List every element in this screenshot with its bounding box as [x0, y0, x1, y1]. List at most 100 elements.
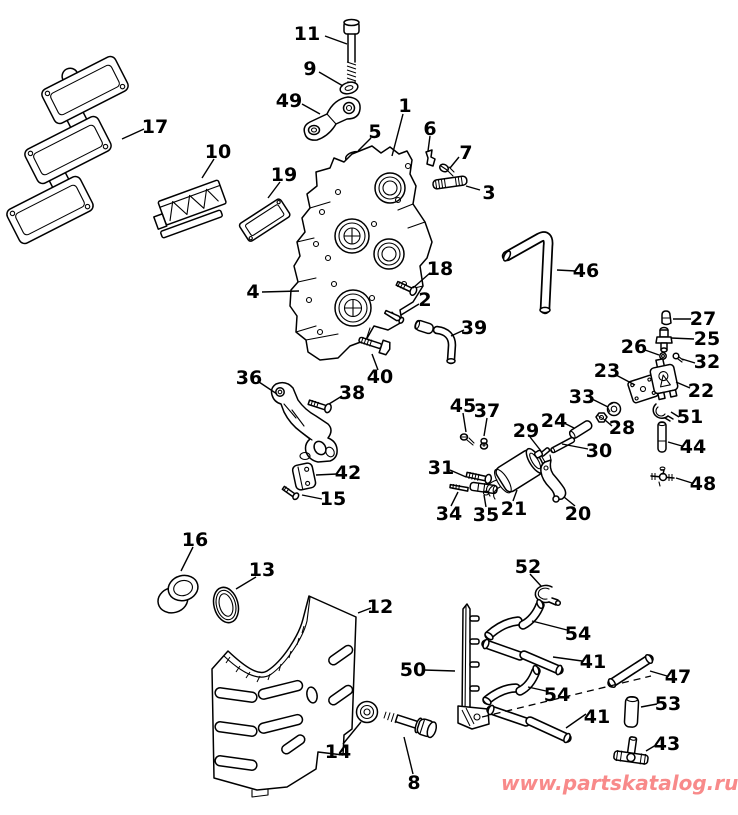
- leader-line-37: [483, 417, 488, 437]
- leader-line-26: [644, 349, 660, 356]
- part-9-washer: [339, 81, 359, 95]
- leader-line-17: [121, 128, 145, 140]
- part-number-34: 34: [436, 503, 462, 525]
- leader-line-52: [529, 573, 542, 587]
- part-40-bolt: [358, 336, 391, 356]
- leader-line-16: [180, 546, 194, 572]
- part-12-air-silencer: [211, 595, 357, 798]
- leader-line-12: [357, 607, 372, 614]
- leader-line-22: [675, 381, 691, 389]
- part-number-53: 53: [655, 693, 681, 715]
- leader-line-39: [450, 329, 465, 337]
- part-number-30: 30: [586, 440, 612, 462]
- part-number-28: 28: [609, 417, 635, 439]
- part-number-29: 29: [513, 420, 539, 442]
- part-number-21: 21: [501, 498, 527, 520]
- part-number-8: 8: [407, 772, 420, 794]
- part-number-47: 47: [665, 666, 691, 688]
- part-10-reed-valve: [153, 179, 227, 239]
- leader-line-2: [400, 303, 420, 316]
- part-number-2: 2: [418, 289, 431, 311]
- leader-line-4: [261, 290, 300, 293]
- leader-line-49: [301, 103, 321, 115]
- part-number-labels: 1194951673171019418239464027252632232233…: [121, 23, 720, 794]
- part-42-spacer-block: [291, 462, 317, 491]
- part-number-38: 38: [339, 382, 365, 404]
- part-number-49: 49: [276, 90, 302, 112]
- part-number-54: 54: [544, 684, 570, 706]
- part-number-42: 42: [335, 462, 361, 484]
- part-47-tube: [607, 653, 654, 689]
- leader-line-41: [565, 713, 587, 729]
- leader-line-51: [670, 411, 680, 418]
- part-35-fitting: [469, 481, 498, 495]
- part-3-stud: [432, 175, 468, 190]
- part-number-27: 27: [690, 308, 716, 330]
- leader-line-45: [462, 412, 467, 433]
- part-14-grommet: [355, 700, 379, 724]
- part-number-35: 35: [473, 504, 499, 526]
- part-number-41: 41: [584, 706, 610, 728]
- leader-line-46: [556, 269, 577, 272]
- part-30-rod: [550, 436, 576, 454]
- part-number-20: 20: [565, 503, 591, 525]
- part-36-mount-bracket: [270, 381, 338, 463]
- leader-line-21: [512, 489, 518, 502]
- part-41-hose-lower: [486, 704, 572, 744]
- part-37-grommet: [479, 437, 489, 450]
- leader-line-8: [403, 736, 414, 775]
- leader-line-6: [427, 135, 431, 152]
- part-number-24: 24: [541, 410, 567, 432]
- part-13-seal: [212, 586, 240, 624]
- leader-line-24: [563, 422, 575, 429]
- part-22-valve-body: [649, 358, 679, 401]
- part-number-3: 3: [482, 182, 495, 204]
- leader-line-36: [258, 381, 278, 395]
- part-19-gasket: [238, 198, 291, 242]
- part-number-26: 26: [621, 336, 647, 358]
- leader-line-53: [640, 703, 658, 708]
- part-number-16: 16: [182, 529, 208, 551]
- leader-line-14: [342, 721, 362, 745]
- part-number-36: 36: [236, 367, 262, 389]
- part-number-50: 50: [400, 659, 426, 681]
- part-45-screw: [459, 433, 475, 446]
- part-number-19: 19: [271, 164, 297, 186]
- part-28-nut: [595, 412, 608, 423]
- part-number-4: 4: [246, 281, 259, 303]
- leader-line-47: [649, 670, 668, 677]
- part-number-13: 13: [249, 559, 275, 581]
- leader-line-50: [423, 669, 456, 672]
- part-number-7: 7: [459, 142, 472, 164]
- part-number-31: 31: [428, 457, 454, 479]
- part-33-grommet: [606, 401, 622, 417]
- leader-line-5: [357, 137, 372, 152]
- part-49-bracket: [303, 96, 361, 141]
- part-34-screw: [449, 483, 469, 492]
- part-number-1: 1: [398, 95, 411, 117]
- part-51-clamp: [652, 403, 674, 422]
- leader-line-41: [552, 656, 583, 662]
- part-number-45: 45: [450, 395, 476, 417]
- part-number-25: 25: [694, 328, 720, 350]
- part-1-4-intake-manifold: [289, 145, 433, 361]
- part-number-41: 41: [580, 651, 606, 673]
- part-number-43: 43: [654, 733, 680, 755]
- part-11-bolt: [343, 18, 360, 87]
- part-2-fitting: [383, 309, 405, 324]
- part-25-valve: [655, 326, 673, 353]
- part-43-tee-fitting: [613, 736, 649, 765]
- part-number-46: 46: [573, 260, 599, 282]
- part-number-33: 33: [569, 386, 595, 408]
- part-number-12: 12: [367, 596, 393, 618]
- part-50-rail: [457, 603, 490, 730]
- leader-line-54: [531, 620, 568, 631]
- part-16-cup: [157, 574, 199, 614]
- leader-line-35: [483, 494, 487, 508]
- part-24-tube: [568, 420, 593, 440]
- part-number-22: 22: [688, 380, 714, 402]
- part-number-9: 9: [303, 58, 316, 80]
- leader-line-38: [328, 395, 343, 405]
- part-number-51: 51: [677, 406, 703, 428]
